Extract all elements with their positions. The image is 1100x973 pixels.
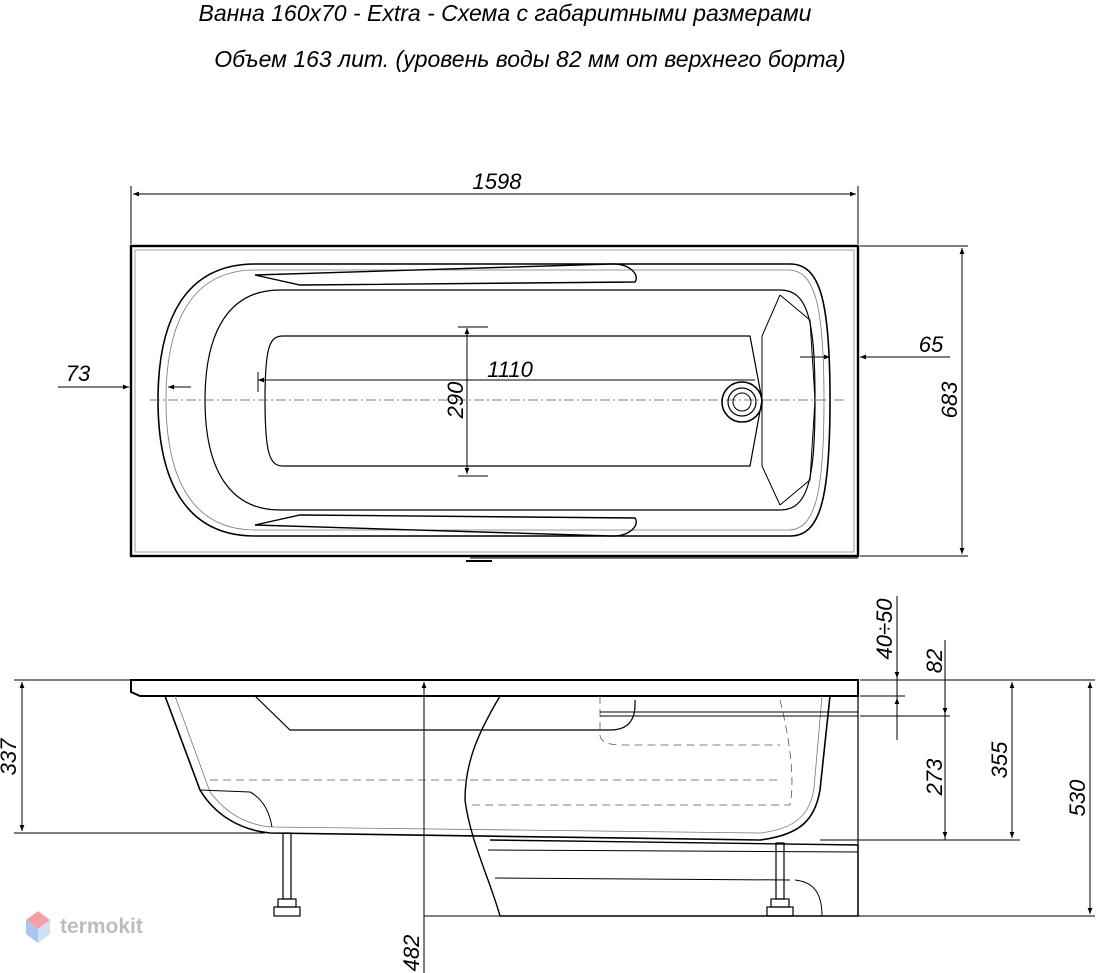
dim-355-label: 355 [987,741,1012,778]
dim-273-label: 273 [922,758,947,796]
dim-length-label: 1598 [473,169,523,194]
front-panel-edge [464,695,501,917]
dim-water-level-label: 82 [922,649,947,673]
dim-530-label: 530 [1065,779,1090,816]
outer-bowl [157,263,831,537]
side-view [130,679,859,917]
drain-icon [721,381,763,423]
leg-left [273,832,301,917]
diamond-logo-icon [26,911,50,943]
top-view-outline [129,244,860,558]
bowl-bottom [264,335,763,467]
dim-right-rim-label: 65 [919,332,944,357]
dim-inner-length-label: 1110 [487,357,533,382]
top-rim [130,679,859,697]
handle-bottom [254,514,637,537]
diagram-title: Ванна 160х70 - Extra - Схема с габаритны… [198,0,812,26]
dim-depth-label: 337 [0,738,21,775]
dim-adjust-label: 40÷50 [872,598,897,660]
diagram-subtitle: Объем 163 лит. (уровень воды 82 мм от ве… [214,46,846,72]
dim-left-rim-label: 73 [66,361,91,386]
top-view [129,244,860,562]
handle-top [254,263,637,286]
watermark-text: termokit [60,915,143,938]
watermark: termokit [24,909,143,945]
handle-side [254,695,636,731]
dim-482-label: 482 [399,935,424,972]
tub-body [164,695,831,841]
dim-width-label: 683 [937,381,962,418]
dim-inner-width-label: 290 [443,381,468,419]
